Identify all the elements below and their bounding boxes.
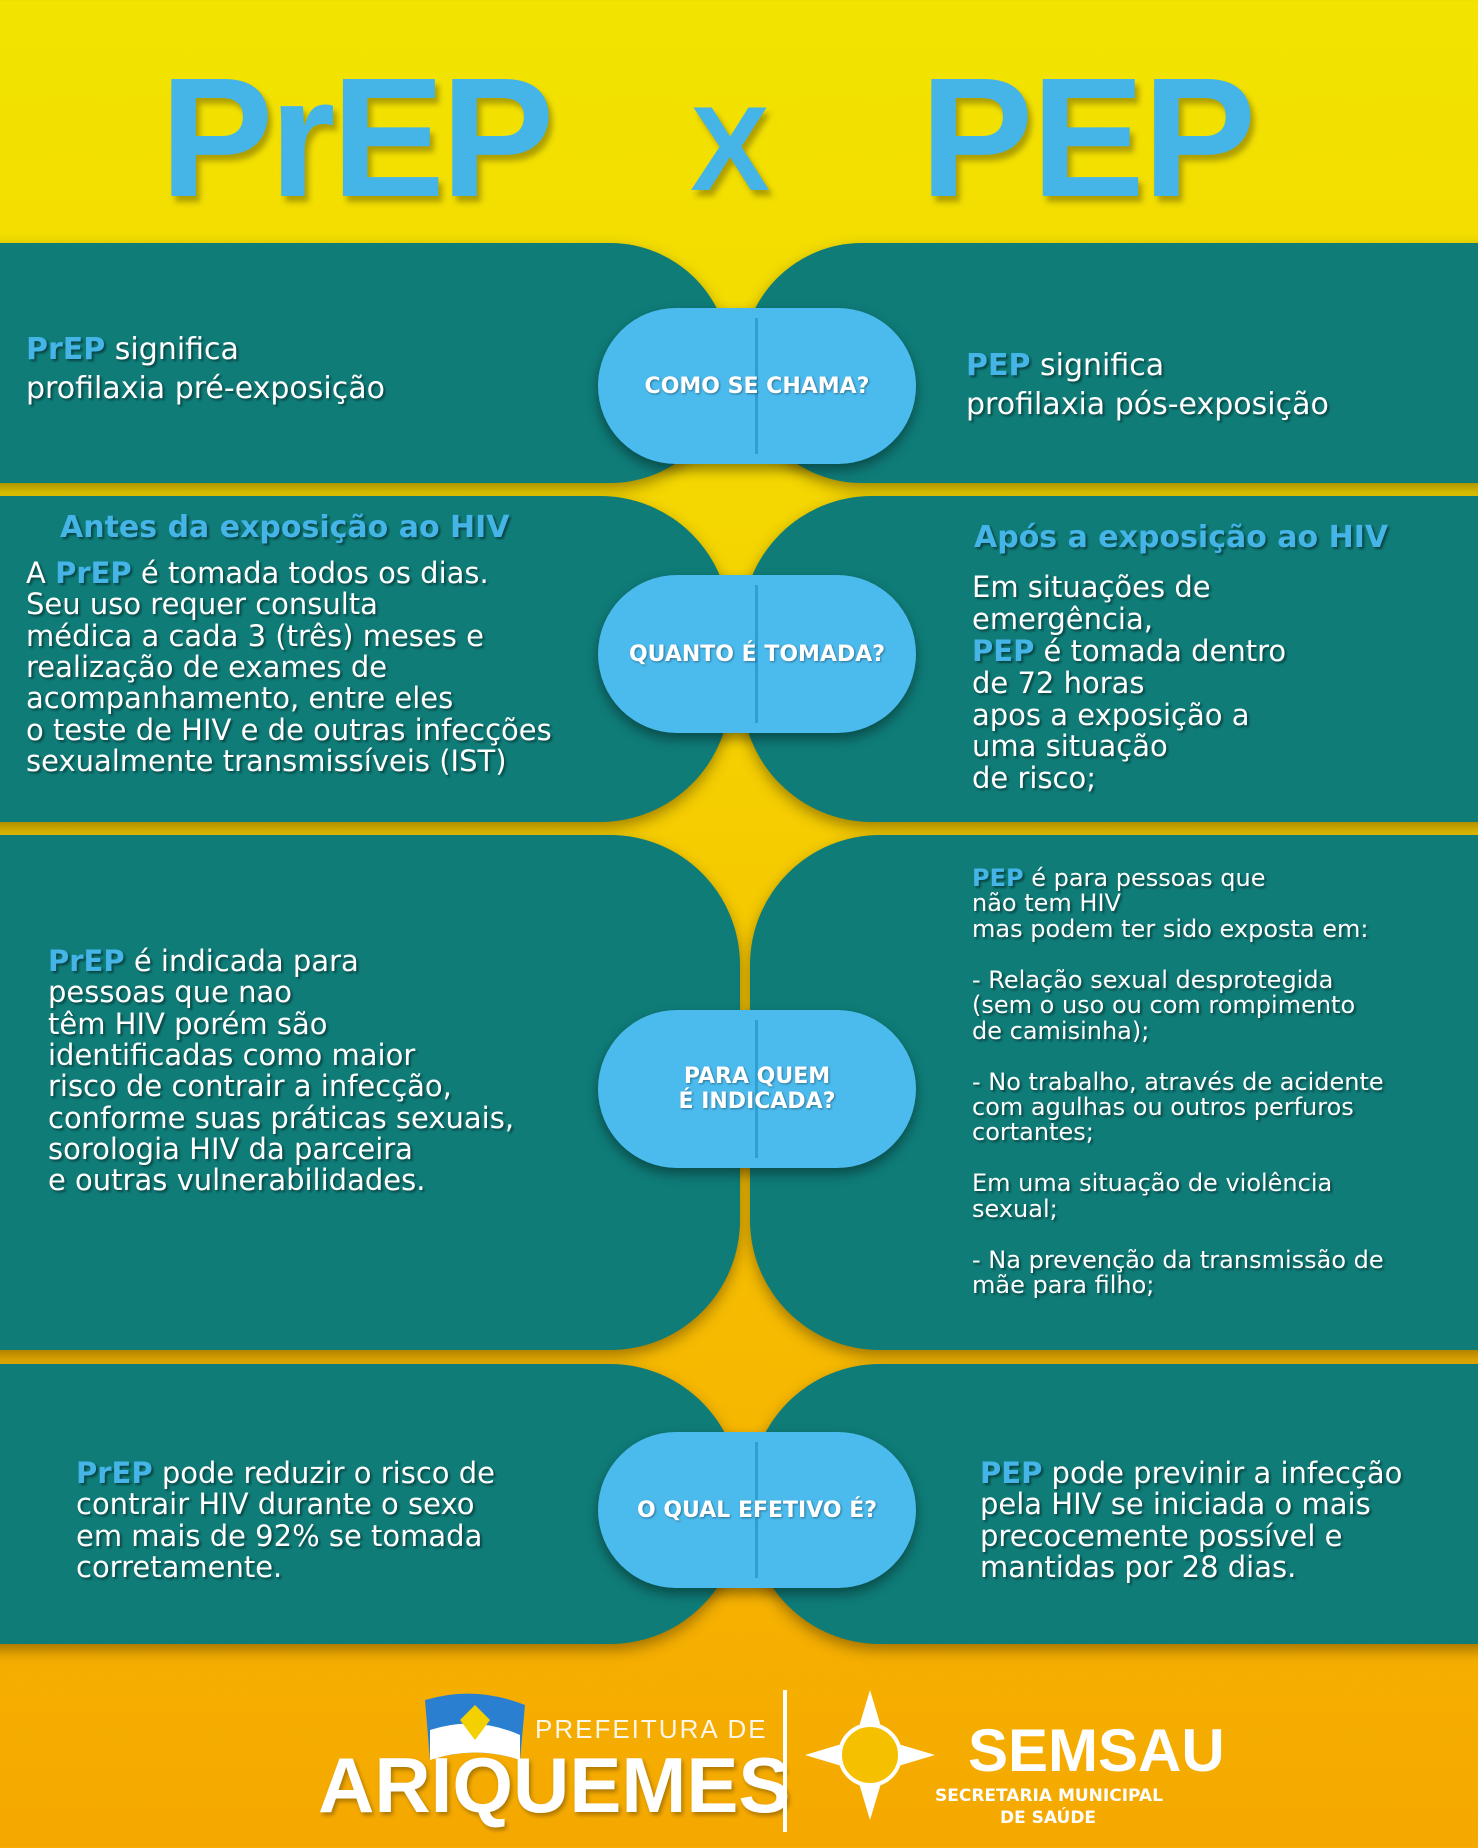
pep-who-desc: é para pessoas que não tem HIV mas podem…	[972, 864, 1384, 1299]
pep-when-prefix: Em situações de emergência,	[972, 570, 1211, 636]
semsau-name: SEMSAU	[968, 1717, 1225, 1784]
title-x: X	[690, 82, 771, 216]
title-pep: PEP	[920, 43, 1256, 233]
prep-effective-desc: pode reduzir o risco de contrair HIV dur…	[76, 1456, 496, 1584]
prep-name-desc: significa profilaxia pré-exposição	[26, 332, 385, 406]
pep-highlight: PEP	[980, 1456, 1043, 1490]
question-label: QUANTO É TOMADA?	[628, 641, 886, 667]
question-quanto-e-tomada: QUANTO É TOMADA?	[598, 575, 916, 733]
question-qual-efetivo: O QUAL EFETIVO É?	[598, 1432, 916, 1588]
prep-when-text: A PrEP é tomada todos os dias. Seu uso r…	[26, 556, 552, 778]
pep-name-text: PEP significa profilaxia pós-exposição	[966, 346, 1329, 424]
pep-when-text: Em situações de emergência, PEP é tomada…	[972, 570, 1287, 796]
question-label: O QUAL EFETIVO É?	[636, 1497, 878, 1523]
question-label: COMO SE CHAMA?	[644, 373, 870, 399]
prep-highlight: PrEP	[48, 944, 125, 978]
semsau-subtitle-1: SECRETARIA MUNICIPAL	[935, 1786, 1163, 1806]
pep-highlight: PEP	[966, 348, 1031, 383]
footer-divider	[783, 1690, 787, 1832]
pep-effective-text: PEP pode previnir a infecção pela HIV se…	[980, 1456, 1403, 1584]
prep-when-desc: é tomada todos os dias. Seu uso requer c…	[26, 556, 552, 778]
pep-when-heading: Após a exposição ao HIV	[974, 520, 1389, 555]
question-label: PARA QUEM É INDICADA?	[678, 1064, 836, 1114]
pep-effective-desc: pode previnir a infecção pela HIV se ini…	[980, 1456, 1403, 1584]
prefeitura-name: ARIQUEMES	[318, 1741, 791, 1829]
pep-name-desc: significa profilaxia pós-exposição	[966, 348, 1329, 422]
pep-highlight: PEP	[972, 633, 1035, 668]
prep-who-desc: é indicada para pessoas que nao têm HIV …	[48, 944, 515, 1198]
ariquemes-flag-icon	[425, 1693, 525, 1760]
pep-highlight: PEP	[972, 864, 1024, 892]
semsau-emblem-icon	[805, 1690, 935, 1820]
title-prep: PrEP	[160, 43, 554, 233]
pep-when-desc: é tomada dentro de 72 horas apos a expos…	[972, 633, 1287, 796]
prep-name-text: PrEP significa profilaxia pré-exposição	[26, 330, 385, 408]
question-como-se-chama: COMO SE CHAMA?	[598, 308, 916, 464]
prefeitura-small-label: PREFEITURA DE	[535, 1714, 768, 1744]
semsau-subtitle-2: DE SAÚDE	[1000, 1808, 1097, 1828]
prep-when-prefix: A	[26, 556, 56, 590]
question-para-quem: PARA QUEM É INDICADA?	[598, 1010, 916, 1168]
footer-logos: PREFEITURA DE ARIQUEMES SEMSAU SECRETARI…	[0, 1690, 1478, 1832]
prep-highlight: PrEP	[26, 332, 106, 367]
prep-who-text: PrEP é indicada para pessoas que nao têm…	[48, 944, 515, 1198]
prep-highlight: PrEP	[76, 1456, 153, 1490]
prep-effective-text: PrEP pode reduzir o risco de contrair HI…	[76, 1456, 496, 1584]
prep-highlight: PrEP	[55, 556, 132, 590]
prep-when-heading: Antes da exposição ao HIV	[60, 510, 510, 545]
pep-who-text: PEP é para pessoas que não tem HIV mas p…	[972, 864, 1384, 1299]
page-title: PrEP X PEP	[0, 40, 1478, 233]
